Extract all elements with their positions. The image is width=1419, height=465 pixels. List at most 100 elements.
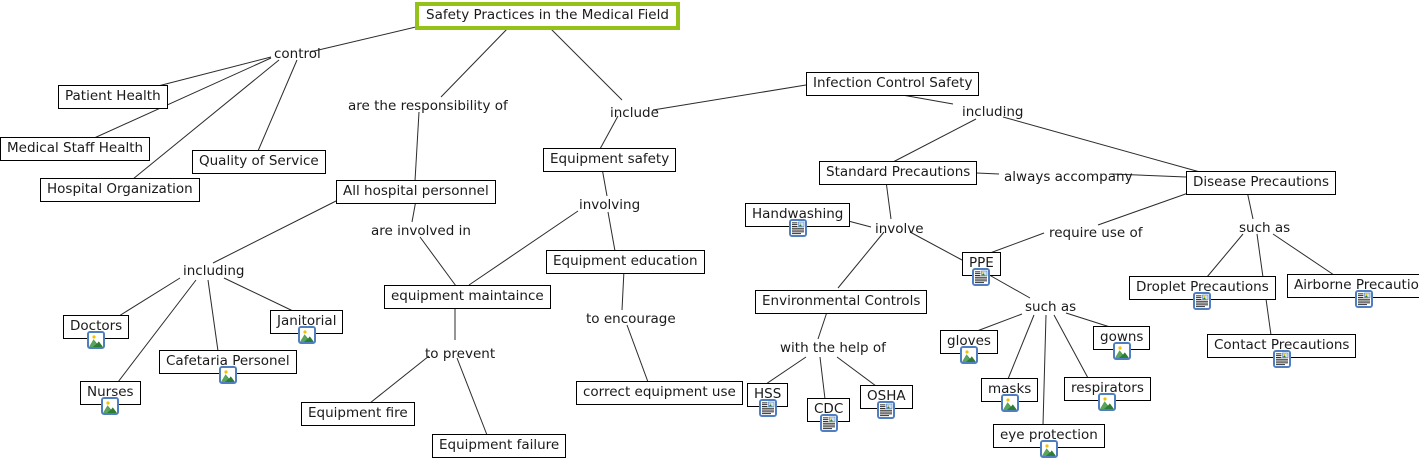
node-eyeprot[interactable]: eye protection — [993, 424, 1105, 448]
link-label-toencourage[interactable]: to encourage — [583, 312, 679, 327]
document-icon[interactable] — [820, 414, 838, 432]
node-osha[interactable]: OSHA — [860, 385, 913, 409]
node-hss[interactable]: HSS — [747, 383, 789, 407]
link-label-responsible[interactable]: are the responsibility of — [345, 99, 511, 114]
node-doctors[interactable]: Doctors — [63, 315, 130, 339]
node-standard[interactable]: Standard Precautions — [819, 161, 978, 185]
picture-icon[interactable] — [298, 326, 316, 344]
node-label: Quality of Service — [199, 153, 319, 169]
picture-icon[interactable] — [1040, 440, 1058, 458]
node-label: Safety Practices in the Medical Field — [426, 7, 669, 23]
edge-including1-to-janitorial — [223, 277, 294, 312]
picture-icon[interactable] — [1098, 393, 1116, 411]
picture-icon[interactable] — [960, 346, 978, 364]
node-eqsafety[interactable]: Equipment safety — [543, 148, 677, 172]
link-label-suchas2[interactable]: such as — [1236, 221, 1293, 236]
document-icon[interactable] — [1355, 290, 1373, 308]
document-icon[interactable] — [759, 399, 777, 417]
node-eqfailure[interactable]: Equipment failure — [432, 434, 567, 458]
node-label: correct equipment use — [583, 384, 736, 400]
link-label-accompany[interactable]: always accompany — [1001, 170, 1136, 185]
node-janitorial[interactable]: Janitorial — [270, 310, 344, 334]
node-label: Cafetaria Personel — [166, 353, 290, 369]
link-label-requireuse[interactable]: require use of — [1046, 226, 1146, 241]
node-eqeducation[interactable]: Equipment education — [546, 250, 705, 274]
edge-eqsafety-to-involving — [601, 167, 608, 197]
document-icon[interactable] — [1193, 292, 1211, 310]
node-label: Standard Precautions — [826, 164, 971, 180]
node-envcontrols[interactable]: Environmental Controls — [755, 290, 928, 314]
edge-root-to-control — [309, 25, 421, 53]
node-label: All hospital personnel — [343, 183, 489, 199]
link-label-involving[interactable]: involving — [576, 198, 643, 213]
node-ppe[interactable]: PPE — [962, 252, 1001, 276]
edge-ppe-to-suchas1 — [983, 271, 1031, 299]
edge-suchas2-to-droplet — [1206, 233, 1244, 278]
node-contact[interactable]: Contact Precautions — [1207, 334, 1357, 358]
node-maintain[interactable]: equipment maintaince — [384, 285, 551, 309]
link-label-including2[interactable]: including — [959, 105, 1026, 120]
node-correctuse[interactable]: correct equipment use — [576, 381, 743, 405]
link-label-involve[interactable]: involve — [872, 221, 927, 237]
link-label-text: with the help of — [780, 340, 886, 356]
node-label: Airborne Precautions — [1294, 277, 1419, 293]
picture-icon[interactable] — [1001, 394, 1019, 412]
node-label: Equipment failure — [439, 437, 560, 453]
edge-suchas1-to-respirators — [1053, 314, 1089, 379]
node-cdc[interactable]: CDC — [807, 398, 851, 422]
picture-icon[interactable] — [1113, 342, 1131, 360]
node-droplet[interactable]: Droplet Precautions — [1129, 276, 1276, 300]
picture-icon[interactable] — [219, 366, 237, 384]
link-label-including1[interactable]: including — [180, 263, 247, 279]
link-label-text: control — [274, 46, 321, 62]
picture-icon[interactable] — [87, 331, 105, 349]
document-icon[interactable] — [972, 268, 990, 286]
link-label-involvedin[interactable]: are involved in — [368, 223, 474, 239]
link-label-suchas1[interactable]: such as — [1022, 300, 1079, 315]
link-label-text: including — [183, 263, 245, 279]
node-label: equipment maintaince — [391, 288, 544, 304]
node-infection[interactable]: Infection Control Safety — [806, 72, 980, 96]
node-label: Nurses — [87, 384, 134, 400]
edge-root-to-responsible — [440, 25, 511, 98]
link-label-toprevent[interactable]: to prevent — [422, 347, 498, 362]
document-icon[interactable] — [789, 219, 807, 237]
edge-suchas1-to-gowns — [1065, 312, 1111, 328]
edge-standard-to-involve — [885, 180, 892, 220]
link-label-control[interactable]: control — [271, 46, 324, 62]
node-quality[interactable]: Quality of Service — [192, 150, 326, 174]
link-label-text: involve — [875, 221, 924, 237]
node-personnel[interactable]: All hospital personnel — [336, 180, 496, 204]
edge-suchas1-to-masks — [1007, 314, 1035, 380]
edge-including1-to-doctors — [118, 277, 181, 317]
edge-including2-to-standard — [892, 118, 977, 163]
edge-involving-to-eqeducation — [607, 211, 616, 252]
node-label: OSHA — [867, 388, 906, 404]
node-root[interactable]: Safety Practices in the Medical Field — [415, 2, 680, 30]
node-eqfire[interactable]: Equipment fire — [301, 402, 415, 426]
node-label: Disease Precautions — [1193, 174, 1329, 190]
node-cafeteria[interactable]: Cafetaria Personel — [159, 350, 297, 374]
node-patient[interactable]: Patient Health — [58, 85, 168, 109]
node-staff[interactable]: Medical Staff Health — [0, 137, 151, 161]
link-label-withhelp[interactable]: with the help of — [777, 340, 889, 356]
node-label: Medical Staff Health — [7, 140, 144, 156]
link-label-text: are involved in — [371, 223, 471, 239]
edge-involve-to-envcontrols — [837, 231, 885, 289]
picture-icon[interactable] — [101, 397, 119, 415]
document-icon[interactable] — [877, 401, 895, 419]
node-gloves[interactable]: gloves — [940, 330, 998, 354]
edge-responsible-to-personnel — [414, 111, 420, 182]
node-label: Handwashing — [752, 206, 844, 222]
node-label: masks — [988, 381, 1032, 397]
edge-requireuse-to-ppe — [989, 232, 1045, 254]
node-disease[interactable]: Disease Precautions — [1186, 171, 1336, 195]
node-hospitalorg[interactable]: Hospital Organization — [40, 178, 200, 202]
node-label: Patient Health — [65, 88, 161, 104]
edge-involving-to-maintain — [468, 210, 579, 286]
node-label: gowns — [1100, 329, 1144, 345]
node-airborne[interactable]: Airborne Precautions — [1287, 274, 1419, 298]
document-icon[interactable] — [1273, 350, 1291, 368]
link-label-include[interactable]: include — [607, 106, 662, 121]
edge-suchas2-to-airborne — [1272, 233, 1335, 276]
